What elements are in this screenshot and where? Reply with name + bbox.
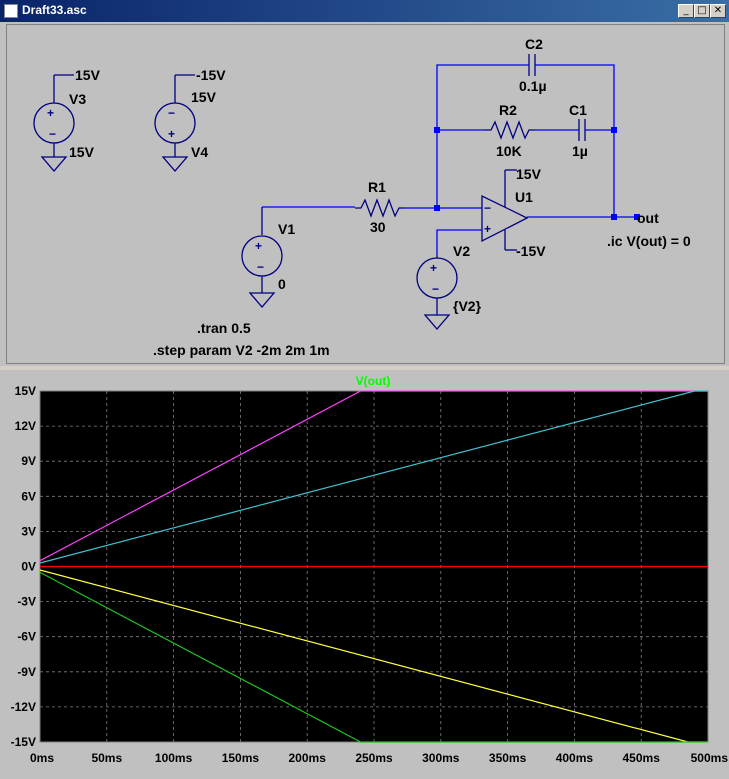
x-tick-label: 250ms [355, 751, 393, 765]
ic-directive[interactable]: .ic V(out) = 0 [607, 233, 691, 249]
trace-step-5[interactable] [39, 571, 708, 743]
v3-value: 15V [69, 144, 95, 160]
svg-text:−: − [168, 106, 175, 120]
capacitor-c1[interactable] [578, 119, 586, 141]
wires [262, 64, 637, 255]
y-tick-label: 6V [21, 489, 36, 503]
y-tick-label: 12V [15, 419, 36, 433]
v4-value: 15V [191, 89, 217, 105]
c2-name: C2 [525, 36, 543, 52]
c1-name: C1 [569, 102, 587, 118]
x-tick-label: 450ms [623, 751, 661, 765]
svg-text:−: − [257, 260, 264, 274]
svg-text:+: + [255, 239, 262, 253]
trace-step-2[interactable] [39, 390, 708, 564]
window-title: Draft33.asc [22, 3, 87, 17]
waveform-viewer[interactable]: 15V 12V 9V 6V 3V 0V -3V -6V -9V -12V -15V 0ms 50ms 1… [0, 370, 729, 774]
app-icon [4, 4, 18, 18]
svg-text:+: + [47, 106, 54, 120]
v2-value: {V2} [453, 298, 482, 314]
y-tick-label: -9V [17, 665, 36, 679]
v4-net-label: -15V [196, 67, 226, 83]
y-tick-label: 3V [21, 524, 36, 538]
minimize-button[interactable]: _ [678, 4, 694, 18]
resistor-r2[interactable] [485, 120, 535, 140]
waveform-plot[interactable]: 15V 12V 9V 6V 3V 0V -3V -6V -9V -12V -15V 0ms 50ms 1… [0, 370, 729, 774]
svg-text:+: + [430, 261, 437, 275]
step-directive[interactable]: .step param V2 -2m 2m 1m [153, 342, 330, 358]
schematic-canvas[interactable]: + − − + + − + − − + 15V V3 15V -15V 15V … [7, 25, 726, 365]
traces [39, 390, 708, 743]
x-tick-label: 500ms [691, 751, 729, 765]
trace-title[interactable]: V(out) [356, 374, 391, 388]
pane-splitter[interactable] [0, 366, 729, 370]
x-tick-label: 100ms [155, 751, 193, 765]
close-button[interactable]: ✕ [710, 4, 726, 18]
u1-vplus: 15V [516, 166, 542, 182]
x-tick-label: 50ms [91, 751, 122, 765]
v1-name: V1 [278, 221, 295, 237]
u1-name: U1 [515, 189, 533, 205]
v4-name: V4 [191, 144, 208, 160]
c2-value: 0.1µ [519, 78, 547, 94]
y-tick-label: 0V [21, 560, 36, 574]
title-bar[interactable]: Draft33.asc _ □ ✕ [0, 0, 729, 22]
x-axis: 0ms 50ms 100ms 150ms 200ms 250ms 300ms 350ms 400… [30, 751, 728, 765]
v2-name: V2 [453, 243, 470, 259]
net-out-label: out [637, 210, 659, 226]
source-v1[interactable] [241, 207, 283, 308]
svg-text:+: + [484, 222, 491, 236]
opamp-u1[interactable] [481, 169, 529, 251]
svg-text:−: − [49, 127, 56, 141]
svg-text:−: − [484, 201, 491, 215]
x-tick-label: 200ms [289, 751, 327, 765]
r1-name: R1 [368, 179, 386, 195]
x-tick-label: 150ms [222, 751, 260, 765]
r2-name: R2 [499, 102, 517, 118]
x-tick-label: 300ms [422, 751, 460, 765]
x-tick-label: 350ms [489, 751, 527, 765]
y-tick-label: -12V [11, 700, 36, 714]
v3-name: V3 [69, 91, 86, 107]
y-axis: 15V 12V 9V 6V 3V 0V -3V -6V -9V -12V -15V [11, 384, 36, 749]
c1-value: 1µ [572, 143, 588, 159]
junctions [434, 127, 640, 220]
svg-text:−: − [432, 282, 439, 296]
x-tick-label: 400ms [556, 751, 594, 765]
maximize-button[interactable]: □ [694, 4, 710, 18]
resistor-r1[interactable] [355, 198, 405, 218]
r1-value: 30 [370, 219, 386, 235]
tran-directive[interactable]: .tran 0.5 [197, 320, 251, 336]
trace-step-1[interactable] [39, 390, 708, 562]
source-v4[interactable] [154, 74, 196, 172]
y-tick-label: 9V [21, 454, 36, 468]
v3-net-label: 15V [75, 67, 101, 83]
y-tick-label: 15V [15, 384, 36, 398]
x-tick-label: 0ms [30, 751, 54, 765]
schematic-pane[interactable]: + − − + + − + − − + 15V V3 15V -15V 15V … [6, 24, 725, 364]
u1-vminus: -15V [516, 243, 546, 259]
y-tick-label: -6V [17, 630, 36, 644]
v1-value: 0 [278, 276, 286, 292]
source-v3[interactable] [33, 74, 75, 172]
y-tick-label: -3V [17, 595, 36, 609]
source-v2[interactable] [416, 255, 458, 330]
capacitor-c2[interactable] [528, 54, 536, 76]
svg-text:+: + [168, 127, 175, 141]
r2-value: 10K [496, 143, 522, 159]
y-tick-label: -15V [11, 735, 36, 749]
